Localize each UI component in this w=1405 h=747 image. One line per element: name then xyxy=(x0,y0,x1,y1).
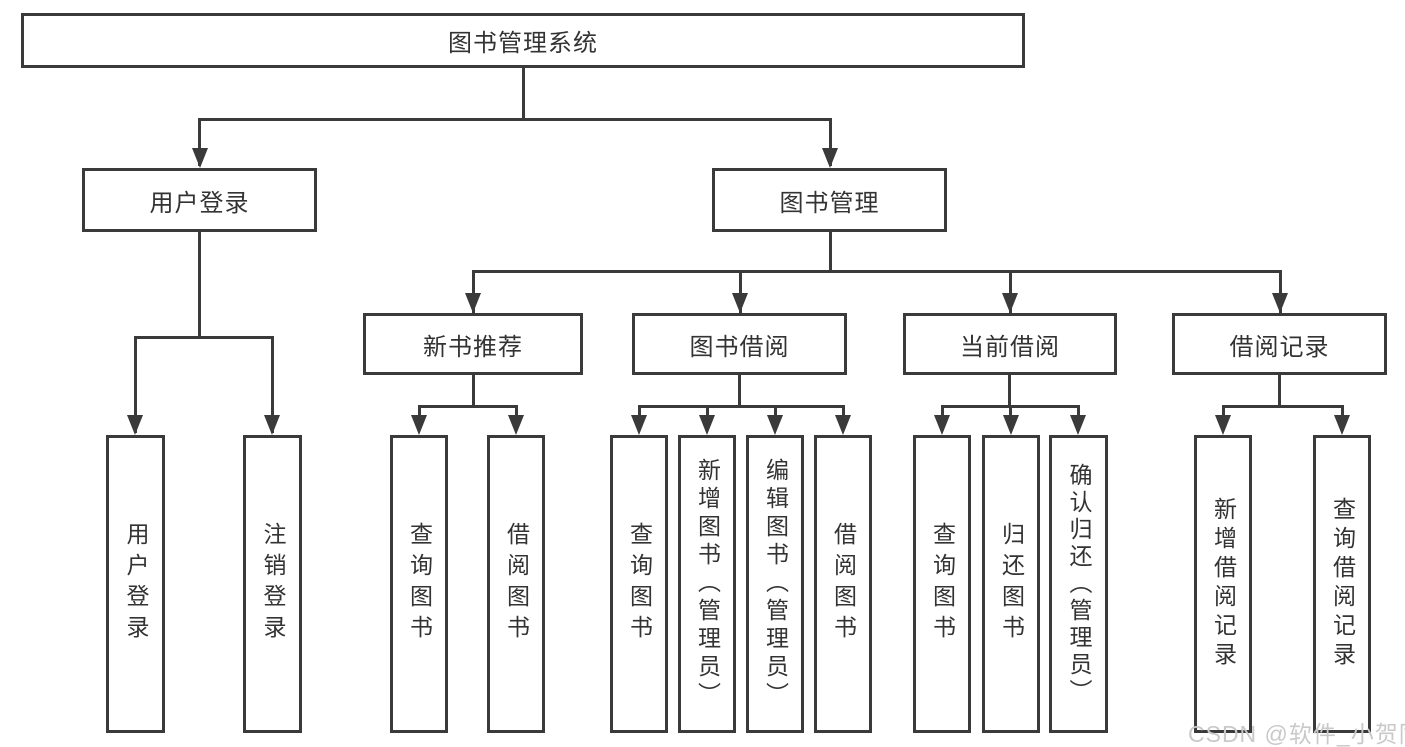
connector-line xyxy=(829,118,832,166)
arrowhead-leaf xyxy=(767,415,783,435)
arrowhead-book-borrow xyxy=(732,293,748,313)
csdn-watermark: CSDN @软件_小贺同学 xyxy=(1188,721,1405,747)
arrowhead-current-borrow xyxy=(1002,293,1018,313)
arrowhead-leaf xyxy=(1215,415,1231,435)
connector-line xyxy=(829,232,832,270)
leaf-borrow-books-recommend: 借阅图书 xyxy=(487,435,545,733)
connector-line xyxy=(198,118,201,166)
connector-line xyxy=(1279,270,1282,313)
arrowhead-book-management xyxy=(822,148,838,168)
leaf-query-borrow-record: 查询借阅记录 xyxy=(1313,435,1371,733)
leaf-add-books-admin: 新增图书（管理员） xyxy=(678,435,736,733)
arrowhead-leaf xyxy=(1334,415,1350,435)
arrowhead-leaf xyxy=(631,415,647,435)
connector-line xyxy=(472,270,1282,273)
arrowhead-borrow-records xyxy=(1272,293,1288,313)
connector-line xyxy=(198,232,201,336)
connector-line xyxy=(739,270,742,313)
node-borrowing-records: 借阅记录 xyxy=(1172,313,1387,375)
node-book-management: 图书管理 xyxy=(712,168,947,232)
connector-line xyxy=(1222,405,1344,408)
connector-line xyxy=(198,118,832,121)
connector-line xyxy=(1278,375,1281,405)
node-root: 图书管理系统 xyxy=(21,13,1025,68)
node-current-borrowing: 当前借阅 xyxy=(903,313,1117,375)
connector-line xyxy=(1008,375,1011,405)
arrowhead-leaf xyxy=(1003,415,1019,435)
arrowhead-leaf xyxy=(699,415,715,435)
node-new-book-recommendation: 新书推荐 xyxy=(363,313,583,375)
leaf-edit-books-admin: 编辑图书（管理员） xyxy=(746,435,804,733)
node-borrowing-records-label: 借阅记录 xyxy=(1229,333,1330,361)
node-book-management-label: 图书管理 xyxy=(779,189,880,217)
arrowhead-leaf xyxy=(411,415,427,435)
leaf-return-books: 归还图书 xyxy=(982,435,1040,733)
connector-line xyxy=(134,336,274,339)
leaf-borrow-books: 借阅图书 xyxy=(814,435,872,733)
node-user-login: 用户登录 xyxy=(82,168,317,232)
leaf-confirm-return-admin: 确认归还（管理员） xyxy=(1049,435,1108,733)
node-new-book-recommendation-label: 新书推荐 xyxy=(423,333,523,361)
connector-line xyxy=(134,336,137,433)
connector-line xyxy=(271,336,274,433)
arrowhead-leaf-logout xyxy=(264,415,280,435)
node-user-login-label: 用户登录 xyxy=(149,189,250,217)
connector-line xyxy=(638,405,845,408)
arrowhead-leaf-user-login xyxy=(127,415,143,435)
arrowhead-user-login xyxy=(192,148,208,168)
node-current-borrowing-label: 当前借阅 xyxy=(960,333,1060,361)
arrowhead-leaf xyxy=(508,415,524,435)
leaf-add-borrow-record: 新增借阅记录 xyxy=(1194,435,1252,733)
connector-line xyxy=(418,405,518,408)
connector-line xyxy=(522,68,525,118)
node-book-borrowing: 图书借阅 xyxy=(632,313,847,375)
arrowhead-leaf xyxy=(934,415,950,435)
leaf-logout-login: 注销登录 xyxy=(243,435,302,733)
connector-line xyxy=(472,375,475,405)
connector-line xyxy=(738,375,741,405)
node-book-borrowing-label: 图书借阅 xyxy=(689,333,790,361)
leaf-query-books-recommend: 查询图书 xyxy=(390,435,448,733)
arrowhead-new-book xyxy=(465,293,481,313)
node-root-label: 图书管理系统 xyxy=(448,30,598,57)
leaf-query-books-borrow: 查询图书 xyxy=(610,435,668,733)
connector-line xyxy=(1009,270,1012,313)
arrowhead-leaf xyxy=(835,415,851,435)
connector-line xyxy=(472,270,475,313)
leaf-user-login: 用户登录 xyxy=(106,435,165,733)
leaf-query-books-current: 查询图书 xyxy=(913,435,971,733)
arrowhead-leaf xyxy=(1070,415,1086,435)
